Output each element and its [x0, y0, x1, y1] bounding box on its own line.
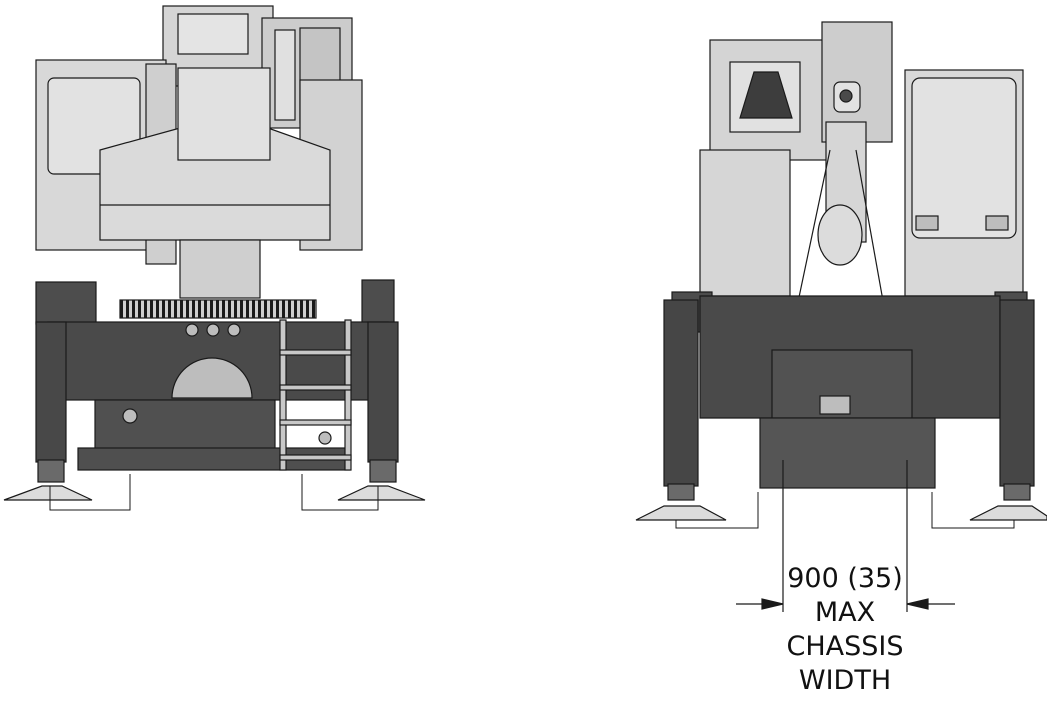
dimension-max-label: MAX: [814, 597, 876, 628]
arrowhead-right: [906, 598, 929, 610]
left-ladder: [279, 319, 352, 471]
chassis-width-dimension: [736, 460, 955, 612]
left-head-box: [99, 67, 331, 299]
arrowhead-left: [761, 598, 784, 610]
right-side-panel: [699, 149, 791, 297]
right-chassis: [671, 291, 1028, 489]
right-outrigger-legs: [663, 299, 1035, 501]
dimension-chassis-label: CHASSIS: [786, 631, 904, 662]
right-cab: [904, 69, 1024, 297]
right-view: [635, 21, 1047, 529]
right-pad-brackets: [675, 492, 1015, 529]
left-pad-brackets: [49, 474, 379, 511]
dimension-width-label: WIDTH: [798, 665, 892, 696]
dimension-value: 900 (35): [787, 563, 903, 594]
left-mast: [162, 5, 353, 129]
right-outrigger-pads: [635, 505, 1047, 521]
left-view: [3, 5, 426, 511]
right-drill-rod: [789, 121, 891, 341]
left-outrigger-legs: [35, 321, 399, 483]
left-slew-gear: [119, 299, 317, 319]
left-outrigger-pads: [3, 485, 426, 501]
